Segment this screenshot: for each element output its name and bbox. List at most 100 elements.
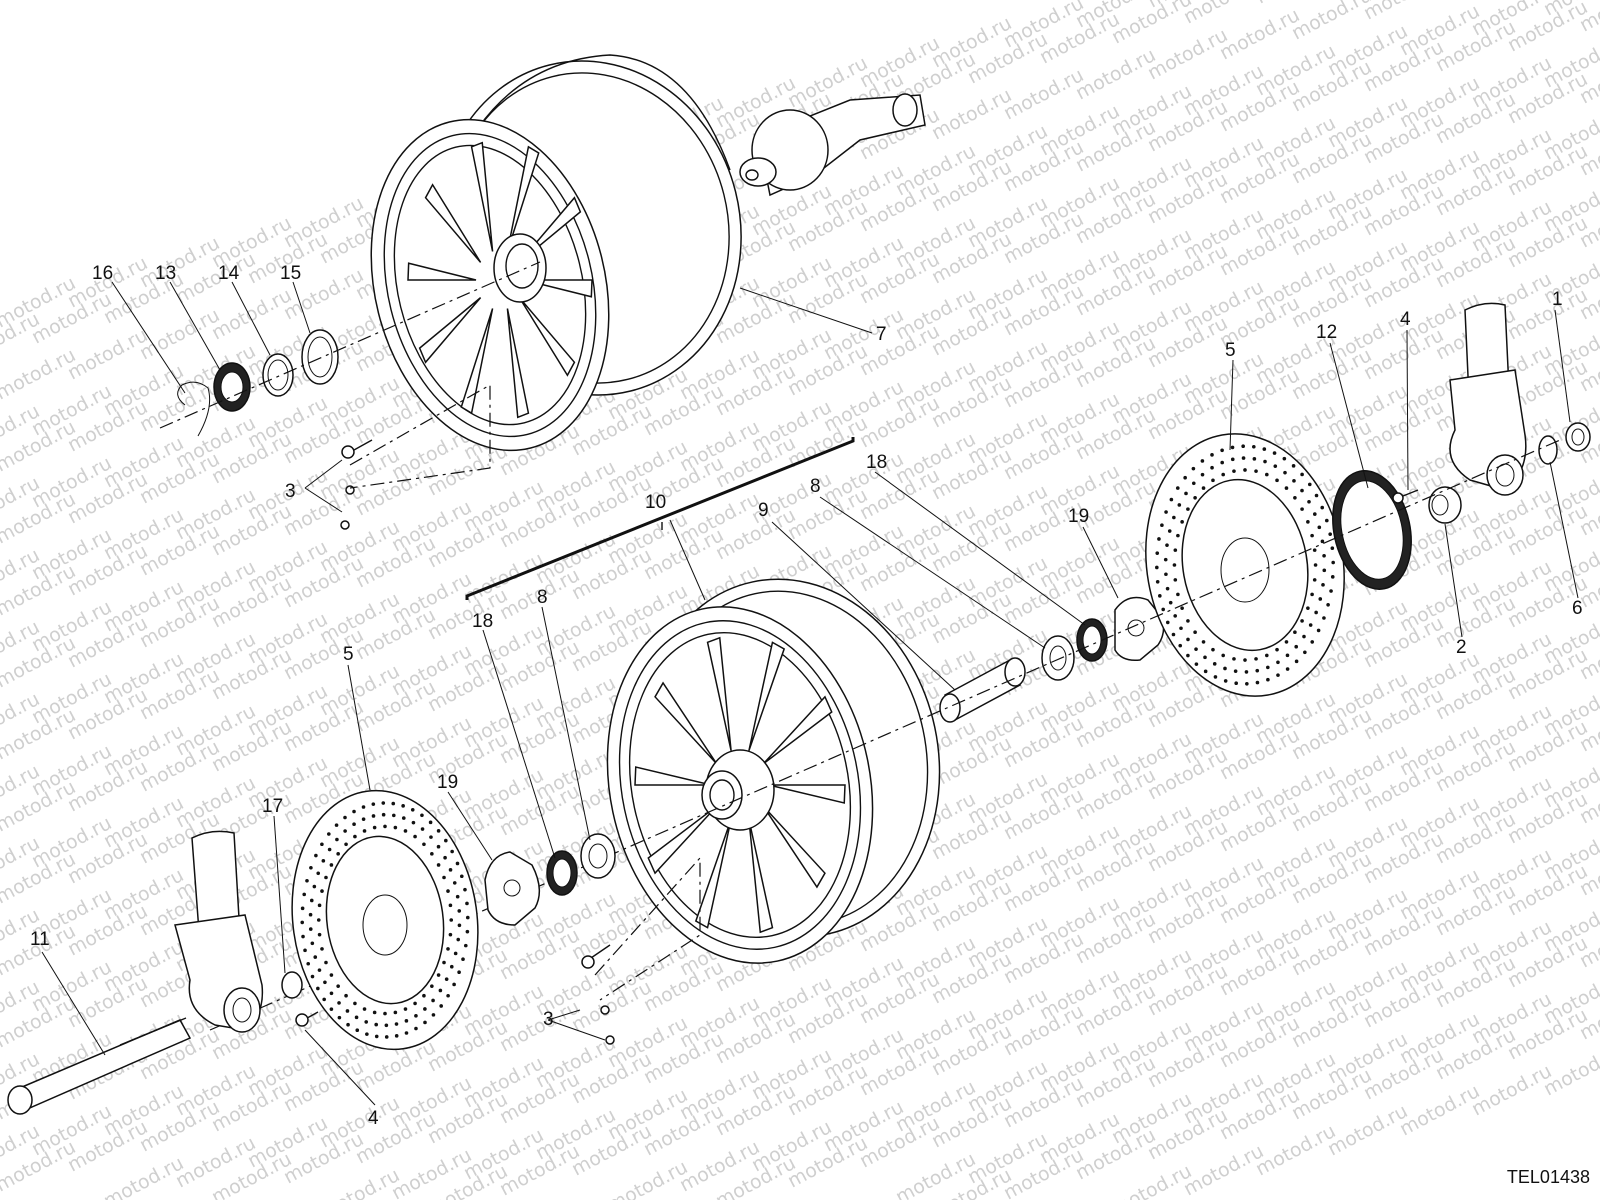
disc-hole [327,847,332,852]
disc-hole [1165,620,1170,625]
watermark-text: motod.ru [1072,44,1159,104]
watermark-text: motod.ru [136,304,223,364]
drawing-code-label: TEL01438 [1506,1167,1590,1187]
disc-hole [444,977,449,981]
disc-hole [1255,668,1260,673]
disc-hole [1243,468,1247,472]
disc-hole [324,960,328,965]
disc-hole [1220,448,1224,453]
disc-hole [1157,537,1161,541]
disc-hole [1254,469,1258,473]
disc-hole [1317,525,1322,530]
disc-hole [1200,472,1205,477]
disc-hole [1252,457,1257,461]
disc-hole [329,1007,334,1011]
disc-hole [1210,453,1214,457]
callout-17: 17 [262,796,283,817]
disc-hole [1191,481,1196,486]
disc-hole [362,829,367,833]
disc-hole [371,814,376,818]
disc-hole [404,1019,409,1023]
callout-11: 11 [30,929,50,950]
disc-hole [374,1034,379,1039]
disc-hole [1194,662,1199,666]
disc-hole [1314,493,1319,498]
disc-hole [314,853,318,858]
disc-hole [1322,568,1327,573]
disc-hole [1244,670,1249,674]
disc-hole [353,834,357,839]
watermark-text: motod.ru [316,1164,403,1200]
disc-hole [413,1001,417,1006]
disc-hole [1275,647,1279,652]
disc-hole [1232,657,1236,661]
disc-hole [452,881,457,885]
disc-hole [1165,543,1169,547]
disc-hole [1303,650,1307,655]
disc-hole [436,829,441,833]
disc-hole [336,852,340,856]
disc-hole [1191,466,1196,471]
disc-hole [1331,560,1335,565]
disc-hole [429,835,433,839]
disc-hole [1322,553,1326,558]
disc-hole [1291,464,1296,468]
disc-hole [1201,486,1206,490]
disc-hole [438,988,443,993]
disc-hole [372,825,377,830]
disc-hole [1283,470,1287,475]
disc-hole [465,915,470,920]
disc-hole [372,1010,377,1015]
disc-hole [346,1022,350,1027]
disc-hole [1221,653,1225,658]
disc-hole [393,1010,398,1015]
disc-hole [1163,557,1168,562]
disc-hole [371,802,376,806]
disc-hole [1266,665,1270,670]
disc-hole [1300,488,1304,493]
disc-hole [1329,589,1333,593]
disc-hole [305,878,309,883]
disc-hole [301,934,305,939]
disc-hole [1300,507,1304,511]
callout-8-right: 8 [810,476,821,497]
disc-hole [344,842,348,847]
disc-hole [324,875,328,880]
disc-hole [1328,532,1332,536]
disc-hole [411,820,416,825]
disc-hole [1186,653,1190,658]
disc-hole [316,871,321,876]
disc-hole [1230,457,1235,462]
disc-hole [1324,518,1329,523]
disc-hole [309,865,313,870]
disc-hole [1180,520,1184,524]
watermark-text: motod.ru [928,84,1015,144]
disc-hole [1252,444,1256,449]
disc-hole [1180,606,1184,610]
disc-hole [394,1034,399,1038]
disc-hole [354,1015,359,1020]
disc-hole [446,993,450,998]
callout-18-left: 18 [472,611,493,632]
watermark-text: motod.ru [1216,4,1303,64]
disc-hole [452,982,456,987]
disc-hole [1300,619,1304,623]
disc-hole [1223,666,1227,671]
disc-hole [320,842,324,847]
disc-hole [455,861,460,866]
disc-hole [1312,578,1317,582]
callout-12: 12 [1316,322,1337,343]
disc-hole [413,834,417,839]
disc-hole [449,964,454,969]
disc-hole [1164,572,1168,577]
disc-hole [1183,475,1187,480]
disc-hole [1320,539,1325,544]
disc-hole [457,970,461,975]
disc-hole [1169,497,1174,502]
disc-hole [442,960,446,965]
disc-hole [1210,465,1214,470]
disc-hole [1176,533,1180,538]
disc-hole [352,809,356,814]
disc-hole [431,998,435,1003]
